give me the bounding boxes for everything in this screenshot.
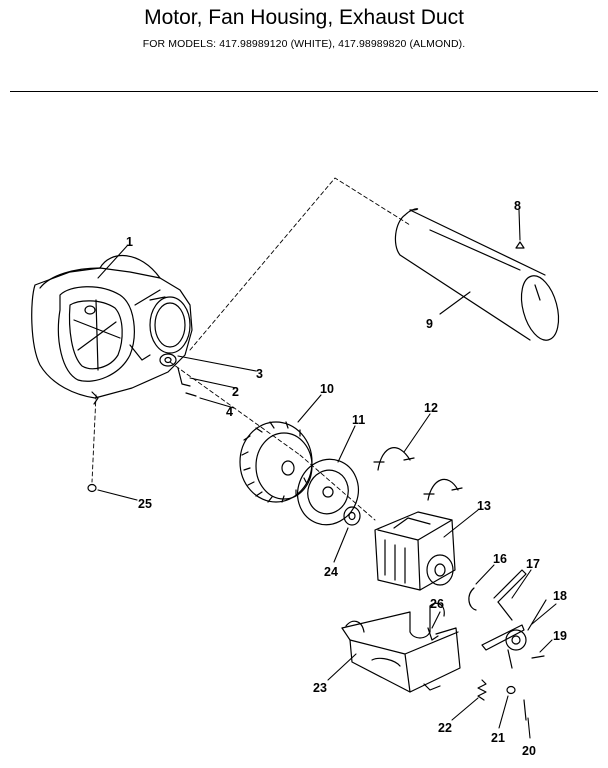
model-subtitle: FOR MODELS: 417.98989120 (WHITE), 417.98… — [142, 38, 466, 50]
callout-22: 22 — [438, 721, 452, 735]
callout-4: 4 — [226, 405, 233, 419]
callout-21: 21 — [491, 731, 505, 745]
callout-8: 8 — [514, 199, 521, 213]
callout-12: 12 — [424, 401, 438, 415]
callout-23: 23 — [313, 681, 327, 695]
callout-9: 9 — [426, 317, 433, 331]
callout-3: 3 — [256, 367, 263, 381]
callout-numbers: 1 2 3 4 8 9 10 11 12 13 16 17 18 19 20 2… — [126, 199, 567, 758]
callout-1: 1 — [126, 235, 133, 249]
callout-24: 24 — [324, 565, 338, 579]
callout-13: 13 — [477, 499, 491, 513]
callout-18: 18 — [553, 589, 567, 603]
motor-mount — [341, 602, 461, 693]
seal-disc — [297, 458, 359, 526]
part-25-screw — [87, 483, 97, 493]
callout-26: 26 — [430, 597, 444, 611]
blower-wheel — [239, 421, 313, 503]
washer — [343, 506, 361, 526]
callout-2: 2 — [232, 385, 239, 399]
part-16-clip — [468, 587, 477, 611]
callout-11: 11 — [352, 413, 365, 427]
page-title: Motor, Fan Housing, Exhaust Duct — [144, 6, 464, 29]
part-19-screw — [531, 655, 545, 659]
part-4-screw — [185, 392, 197, 397]
callout-20: 20 — [522, 744, 536, 758]
drive-motor — [374, 511, 456, 591]
idler-arm — [481, 569, 547, 669]
exhaust-duct — [394, 208, 560, 341]
part-26-tab — [427, 627, 439, 641]
callout-17: 17 — [526, 557, 540, 571]
header-divider — [10, 91, 598, 92]
callout-leader-lines — [97, 209, 557, 739]
callout-19: 19 — [553, 629, 567, 643]
motor-clamp — [373, 447, 463, 501]
callout-16: 16 — [493, 552, 507, 566]
part-21-nut — [506, 685, 516, 695]
part-22-spring — [477, 679, 487, 701]
part-8-screw — [515, 241, 525, 249]
callout-10: 10 — [320, 382, 334, 396]
header: Motor, Fan Housing, Exhaust Duct FOR MOD… — [0, 0, 608, 92]
assembly-guide-lines — [91, 177, 411, 521]
part-20-screw — [523, 699, 527, 721]
callout-25: 25 — [138, 497, 152, 511]
part-3-bearing — [159, 353, 177, 367]
part-2-clip — [177, 367, 191, 387]
fan-housing — [31, 255, 193, 405]
